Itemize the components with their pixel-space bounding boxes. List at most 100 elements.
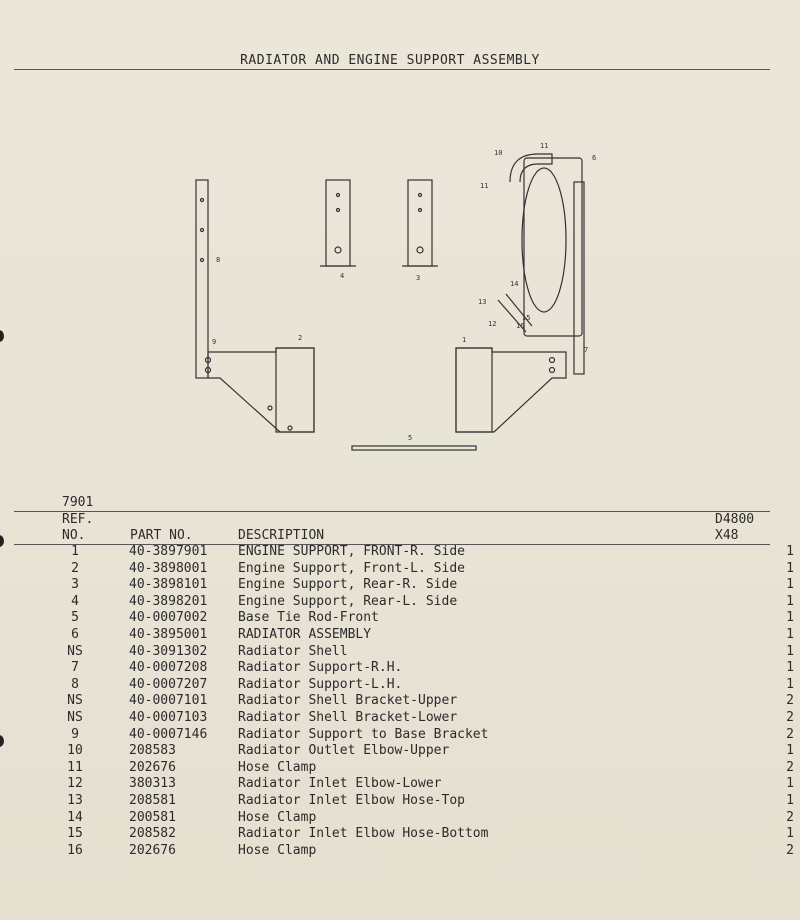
- quantity-cell: 1: [786, 577, 794, 593]
- model-header-line2: X48: [715, 528, 739, 543]
- quantity-cell: 1: [786, 626, 794, 642]
- ref-cell: 7: [71, 660, 79, 676]
- part-number-cell: 40-3898201: [129, 593, 208, 609]
- ref-cell: NS: [67, 693, 83, 709]
- ref-cell: NS: [67, 643, 83, 659]
- doc-code: 7901: [62, 495, 94, 510]
- part-number-cell: 40-0007103: [129, 709, 208, 725]
- ref-header-line2: NO.: [62, 528, 86, 543]
- description-cell: Engine Support, Rear-R. Side: [238, 577, 458, 593]
- engine-support-rear-right-drawing: [402, 179, 438, 267]
- description-cell: Radiator Shell Bracket-Lower: [238, 709, 458, 725]
- page-title: RADIATOR AND ENGINE SUPPORT ASSEMBLY: [240, 53, 540, 68]
- part-number-cell: 208581: [129, 792, 176, 808]
- parts-table: 1 40-3897901 ENGINE SUPPORT, FRONT-R. Side…: [52, 544, 794, 859]
- description-cell: Radiator Outlet Elbow-Upper: [238, 743, 450, 759]
- svg-text:3: 3: [416, 274, 420, 282]
- svg-text:12: 12: [488, 320, 496, 328]
- part-number-cell: 40-3898001: [129, 560, 208, 576]
- svg-text:1: 1: [462, 336, 466, 344]
- part-number-cell: 40-3898101: [129, 577, 208, 593]
- part-number-cell: 40-0007146: [129, 726, 208, 742]
- svg-text:9: 9: [212, 338, 216, 346]
- ref-cell: 15: [67, 826, 83, 842]
- part-number-cell: 202676: [129, 759, 176, 775]
- svg-text:10: 10: [494, 149, 502, 157]
- radiator-assembly-drawing: [497, 153, 585, 375]
- ref-cell: 10: [67, 743, 83, 759]
- description-cell: ENGINE SUPPORT, FRONT-R. Side: [238, 544, 465, 559]
- ref-cell: 6: [71, 626, 79, 642]
- part-number-cell: 40-3895001: [129, 626, 208, 642]
- engine-support-front-right-drawing: [455, 347, 567, 433]
- header-bottom-rule: [14, 544, 770, 545]
- part-number-cell: 380313: [129, 776, 176, 792]
- quantity-cell: 1: [786, 676, 794, 692]
- part-number-cell: 208582: [129, 826, 176, 842]
- binding-hole: [0, 330, 4, 342]
- quantity-cell: 2: [786, 693, 794, 709]
- description-cell: Radiator Support-L.H.: [238, 676, 403, 692]
- description-cell: Radiator Inlet Elbow Hose-Top: [238, 792, 465, 808]
- description-header: DESCRIPTION: [238, 528, 325, 543]
- table-row: NS 40-0007103 Radiator Shell Bracket-Lower…: [52, 710, 794, 727]
- quantity-cell: 1: [786, 660, 794, 676]
- description-cell: Hose Clamp: [238, 809, 317, 825]
- ref-cell: 13: [67, 792, 83, 808]
- part-number-cell: 202676: [129, 842, 176, 858]
- ref-cell: 12: [67, 776, 83, 792]
- table-row: 1 40-3897901 ENGINE SUPPORT, FRONT-R. Side…: [52, 544, 794, 561]
- quantity-cell: 1: [786, 610, 794, 626]
- svg-text:11: 11: [540, 142, 548, 150]
- ref-cell: 8: [71, 676, 79, 692]
- quantity-cell: 1: [786, 560, 794, 576]
- description-cell: Radiator Inlet Elbow Hose-Bottom: [238, 826, 489, 842]
- base-tie-rod-drawing: [351, 445, 477, 451]
- description-cell: Base Tie Rod-Front: [238, 610, 379, 626]
- quantity-cell: 1: [786, 544, 794, 559]
- svg-text:2: 2: [298, 334, 302, 342]
- table-row: 2 40-3898001 Engine Support, Front-L. Side…: [52, 561, 794, 578]
- ref-cell: NS: [67, 709, 83, 725]
- part-number-cell: 40-0007101: [129, 693, 208, 709]
- title-rule: [14, 69, 770, 70]
- table-row: 15 208582 Radiator Inlet Elbow Hose-Bottom…: [52, 826, 794, 843]
- part-number-cell: 40-0007208: [129, 660, 208, 676]
- ref-header-line1: REF.: [62, 512, 94, 527]
- description-cell: Radiator Shell Bracket-Upper: [238, 693, 458, 709]
- description-cell: Radiator Support to Base Bracket: [238, 726, 489, 742]
- description-cell: Hose Clamp: [238, 759, 317, 775]
- ref-cell: 2: [71, 560, 79, 576]
- quantity-cell: 2: [786, 709, 794, 725]
- svg-text:6: 6: [592, 154, 596, 162]
- ref-cell: 3: [71, 577, 79, 593]
- part-number-cell: 200581: [129, 809, 176, 825]
- part-number-cell: 40-3897901: [129, 544, 208, 559]
- ref-cell: 1: [71, 544, 79, 559]
- header-top-rule: [14, 511, 770, 512]
- quantity-cell: 1: [786, 792, 794, 808]
- quantity-cell: 1: [786, 743, 794, 759]
- table-row: NS 40-0007101 Radiator Shell Bracket-Upper…: [52, 693, 794, 710]
- part-no-header: PART NO.: [130, 528, 193, 543]
- part-number-cell: 40-0007207: [129, 676, 208, 692]
- svg-text:8: 8: [216, 256, 220, 264]
- svg-text:4: 4: [340, 272, 344, 280]
- ref-cell: 14: [67, 809, 83, 825]
- svg-text:5: 5: [408, 434, 412, 442]
- engine-support-rear-left-drawing: [320, 179, 356, 267]
- description-cell: Engine Support, Front-L. Side: [238, 560, 465, 576]
- binding-hole: [0, 735, 4, 747]
- svg-text:11: 11: [480, 182, 488, 190]
- quantity-cell: 1: [786, 776, 794, 792]
- engine-support-front-left-drawing: [204, 347, 315, 433]
